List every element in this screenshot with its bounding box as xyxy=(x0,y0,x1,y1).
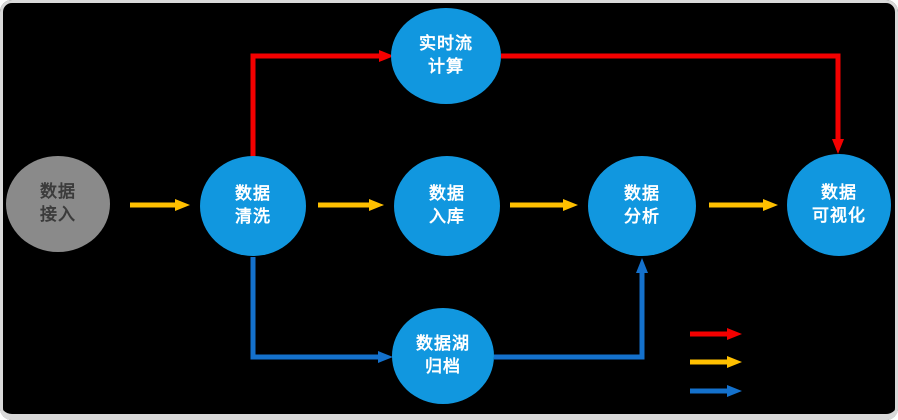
node-data-lake-archive-label: 数据湖 归档 xyxy=(416,334,470,376)
edge-lake-archive-to-analysis xyxy=(494,258,648,360)
node-data-store-label: 数据 入库 xyxy=(429,184,465,226)
edge-clean-to-realtime-stream xyxy=(250,50,394,157)
node-realtime-stream: 实时流 计算 xyxy=(391,8,501,104)
node-data-clean-label: 数据 清洗 xyxy=(235,184,271,226)
node-data-store: 数据 入库 xyxy=(394,156,500,256)
node-data-analysis-label: 数据 分析 xyxy=(624,184,660,226)
node-data-visualization: 数据 可视化 xyxy=(787,154,891,256)
edge-realtime-stream-to-visualization xyxy=(501,53,844,154)
node-data-analysis: 数据 分析 xyxy=(588,156,696,256)
edge-clean-to-lake-archive xyxy=(250,257,393,363)
node-data-ingest: 数据 接入 xyxy=(6,156,110,252)
node-data-ingest-label: 数据 接入 xyxy=(40,182,76,224)
node-data-clean: 数据 清洗 xyxy=(200,156,306,256)
node-data-visualization-label: 数据 可视化 xyxy=(812,183,866,225)
node-realtime-stream-label: 实时流 计算 xyxy=(419,34,473,76)
node-data-lake-archive: 数据湖 归档 xyxy=(392,308,494,404)
